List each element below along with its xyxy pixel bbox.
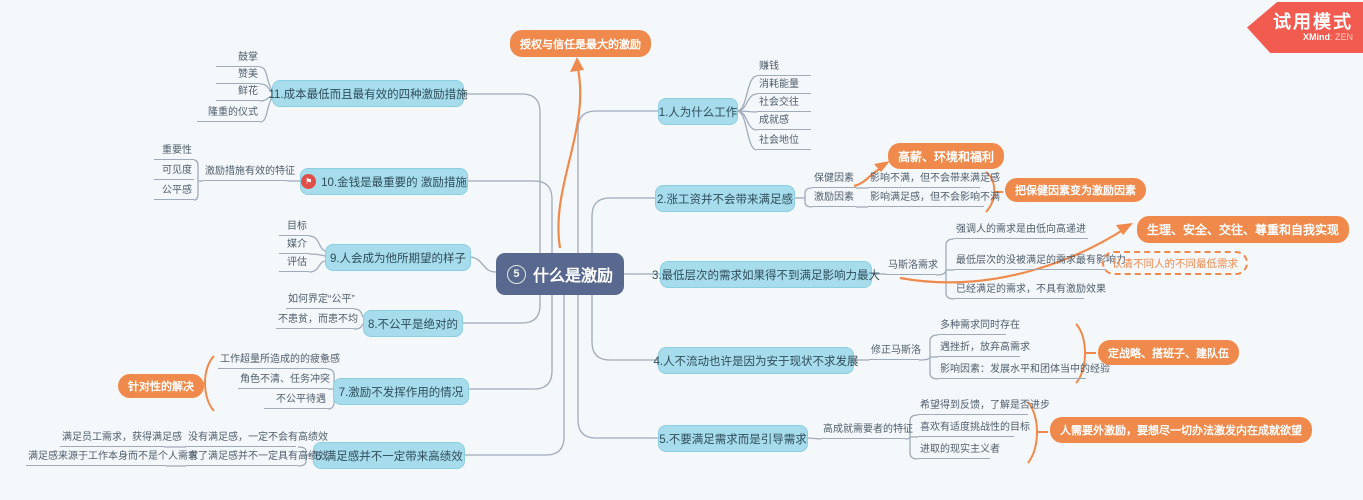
subtopic[interactable]: 可见度 [154,164,194,180]
subtopic[interactable]: 媒介 [279,238,309,254]
subtopic[interactable]: 最低层次的没被满足的需求最有影响力 [954,254,1126,270]
subtopic[interactable]: 工作超量所造成的的疲惫感 [218,353,340,369]
topic-motivation-fails[interactable]: 7.激励不发挥作用的情况 [333,378,469,405]
central-topic[interactable]: 5 什么是激励 [496,253,624,295]
subtopic[interactable]: 保健因素 [812,172,856,188]
subtopic-effective-traits[interactable]: 激励措施有效的特征 [203,165,295,181]
subtopic[interactable]: 赞美 [216,68,260,84]
topic-guide-needs[interactable]: 5.不要满足需求而是引导需求 [658,425,808,452]
subtopic[interactable]: 满足感来源于工作本身而不是个人需求 [26,450,198,466]
subtopic[interactable]: 没有满足感，一定不会有高绩效 [186,431,328,447]
red-flag-icon: ⚑ [301,174,317,189]
subtopic[interactable]: 隆重的仪式 [197,106,260,122]
subtopic[interactable]: 消耗能量 [757,78,811,94]
subtopic[interactable]: 社会地位 [757,134,811,150]
subtopic[interactable]: 成就感 [757,114,811,130]
orange-arrowheads [570,57,1133,235]
callout-dashed-recognize-needs[interactable]: 认清不同人的不同最低需求 [1102,251,1248,275]
subtopic[interactable]: 喜欢有适度挑战性的目标 [918,421,1030,437]
callout-strategy-team[interactable]: 定战略、搭班子、建队伍 [1098,340,1239,365]
subtopic[interactable]: 强调人的需求是由低向高递进 [954,223,1088,239]
topic-money-most-important[interactable]: ⚑ 10.金钱是最重要的 激励措施 [300,168,468,195]
subtopic[interactable]: 社会交往 [757,96,811,112]
subtopic[interactable]: 不公平待遇 [264,393,328,409]
central-topic-label: 什么是激励 [532,268,613,285]
subtopic[interactable]: 评估 [279,256,309,272]
callout-targeted-solution[interactable]: 针对性的解决 [118,374,204,398]
callout-salary-environment[interactable]: 高薪、环境和福利 [888,143,1005,169]
subtopic-maslow[interactable]: 马斯洛需求 [886,259,938,275]
topic-why-people-work[interactable]: 1.人为什么工作 [658,98,738,125]
topic-four-cheap-measures[interactable]: 11.成本最低而且最有效的四种激励措施 [268,80,468,107]
subtopic[interactable]: 有了满足感并不一定具有高绩效 [186,450,328,466]
subtopic[interactable]: 角色不清、任务冲突 [238,373,330,389]
subtopic[interactable]: 公平感 [154,184,194,200]
subtopic-revised-maslow[interactable]: 修正马斯洛 [869,344,921,360]
callout-external-motivation[interactable]: 人需要外激励，要想尽一切办法激发内在成就欲望 [1050,417,1312,443]
subtopic[interactable]: 希望得到反馈，了解是否进步 [918,399,1050,415]
topic-unfairness-absolute[interactable]: 8.不公平是绝对的 [363,310,463,337]
subtopic[interactable]: 如何界定“公平” [286,293,355,309]
subtopic[interactable]: 已经满足的需求，不具有激励效果 [954,283,1106,299]
topic-label: 10.金钱是最重要的 激励措施 [321,176,467,189]
subtopic-achiever-traits[interactable]: 高成就需要者的特征 [821,423,913,439]
subtopic[interactable]: 目标 [279,220,309,236]
callout-empower-trust[interactable]: 授权与信任是最大的激励 [510,30,651,57]
subtopic[interactable]: 多种需求同时存在 [938,319,1020,335]
subtopic[interactable]: 重要性 [154,144,194,160]
topic-lowest-needs[interactable]: 3.最低层次的需求如果得不到满足影响力最大 [652,261,880,288]
callout-maslow-levels[interactable]: 生理、安全、交往、尊重和自我实现 [1137,216,1350,243]
subtopic[interactable]: 遇挫折，放弃高需求 [938,341,1030,357]
subtopic[interactable]: 鼓掌 [216,51,260,67]
brand-label: XMind: ZEN [1302,32,1353,42]
trial-mode-label: 试用模式 [1273,12,1353,32]
topic-become-expected[interactable]: 9.人会成为他所期望的样子 [325,244,471,271]
subtopic[interactable]: 进取的现实主义者 [918,443,1000,459]
subtopic[interactable]: 影响不满，但不会带来满足感 [868,172,1000,188]
subtopic[interactable]: 鲜花 [216,85,260,101]
subtopic[interactable]: 不患贫，而患不均 [276,313,358,329]
subtopic[interactable]: 影响因素：发展水平和团体当中的经验 [938,363,1110,379]
subtopic[interactable]: 满足员工需求，获得满足感 [60,431,182,447]
callout-hygiene-to-motivator[interactable]: 把保健因素变为激励因素 [1005,178,1146,202]
subtopic[interactable]: 赚钱 [757,60,811,76]
subtopic[interactable]: 影响满足感，但不会影响不满 [868,191,1000,207]
topic-raise-no-satisfaction[interactable]: 2.涨工资并不会带来满足感 [655,185,795,212]
topic-no-mobility[interactable]: 4.人不流动也许是因为安于现状不求发展 [653,347,859,374]
subtopic[interactable]: 激励因素 [812,191,856,207]
topic-satisfaction-performance[interactable]: 6.满足感并不一定带来高绩效 [313,442,465,469]
number-badge-icon: 5 [506,264,526,284]
